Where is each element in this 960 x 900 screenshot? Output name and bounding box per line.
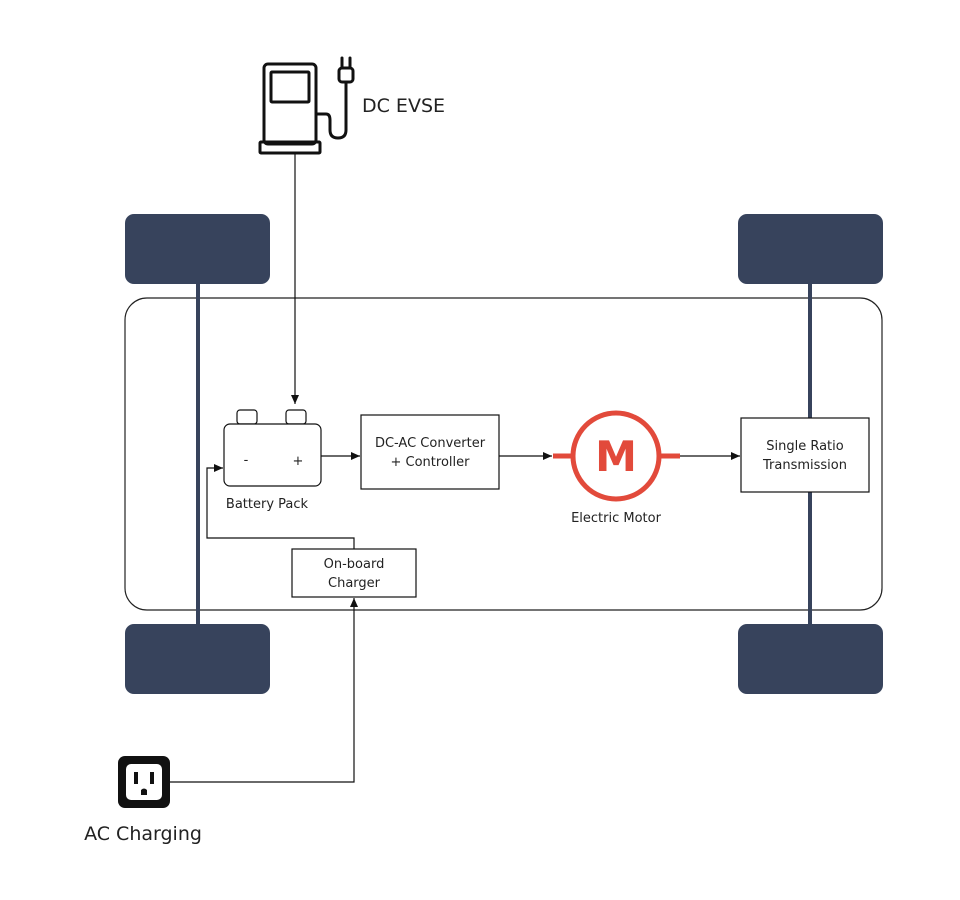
transmission-box — [740, 417, 870, 493]
charger-label-line1: On-board — [324, 557, 385, 572]
charger-label-line2: Charger — [328, 576, 381, 591]
wheel-rear-left — [125, 624, 270, 694]
onboard-charger-box — [291, 548, 417, 598]
vehicle-chassis — [124, 297, 883, 611]
ac-charging-label: AC Charging — [84, 823, 202, 845]
dc-evse-label: DC EVSE — [362, 95, 445, 117]
transmission-label-line1: Single Ratio — [766, 439, 844, 454]
motor-letter: M — [595, 432, 637, 481]
converter-label-line2: + Controller — [391, 455, 471, 470]
battery-plus-label: + — [293, 454, 304, 469]
converter-box — [360, 414, 500, 490]
charger-to-battery-arrow — [206, 464, 355, 549]
power-outlet-icon — [118, 756, 170, 808]
battery-pack-label: Battery Pack — [226, 497, 309, 512]
wheel-front-right — [738, 214, 883, 284]
wheel-front-left — [125, 214, 270, 284]
converter-label-line1: DC-AC Converter — [375, 436, 486, 451]
ac-to-charger-arrow — [170, 598, 358, 783]
ev-charging-station-icon — [258, 56, 355, 155]
wheel-rear-right — [738, 624, 883, 694]
battery-pack — [223, 409, 322, 487]
battery-minus-label: - — [244, 453, 249, 468]
transmission-label-line2: Transmission — [762, 458, 847, 473]
electric-motor-symbol — [553, 410, 680, 502]
electric-motor-label: Electric Motor — [571, 511, 662, 526]
